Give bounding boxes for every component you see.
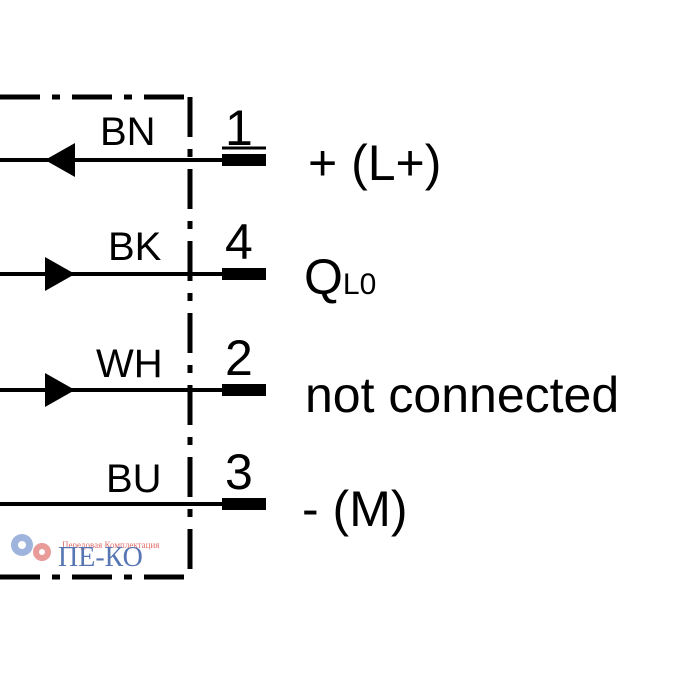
- signal-label: not connected: [305, 367, 619, 423]
- gear-icon: [11, 534, 51, 561]
- pin-number: 3: [225, 444, 253, 500]
- pin-terminal: [222, 154, 266, 166]
- wire-color-label: WH: [96, 342, 163, 386]
- arrow-right-icon: [45, 257, 75, 291]
- arrow-left-icon: [45, 143, 75, 177]
- pin-number: 2: [225, 330, 253, 386]
- signal-label: - (M): [302, 481, 408, 537]
- pin-number: 4: [225, 214, 253, 270]
- wire-bu: BU 3 - (M): [0, 444, 408, 537]
- arrow-right-icon: [45, 373, 75, 407]
- wire-color-label: BU: [106, 457, 162, 501]
- pin-terminal: [222, 268, 266, 280]
- pin-terminal: [222, 384, 266, 396]
- signal-label: + (L+): [308, 135, 441, 191]
- housing-outline: [0, 94, 193, 580]
- wire-bn: BN 1 + (L+): [0, 100, 441, 191]
- watermark-logo: Передовая Комплектация ПЕ-КО: [11, 534, 159, 573]
- wire-bk: BK 4 QL0: [0, 214, 376, 305]
- signal-label: QL0: [304, 249, 376, 305]
- logo-name: ПЕ-КО: [58, 542, 143, 573]
- logo-tagline: Передовая Комплектация: [62, 540, 159, 550]
- wire-color-label: BN: [100, 110, 156, 154]
- pin-terminal: [222, 498, 266, 510]
- wire-color-label: BK: [108, 225, 162, 269]
- wire-wh: WH 2 not connected: [0, 330, 619, 423]
